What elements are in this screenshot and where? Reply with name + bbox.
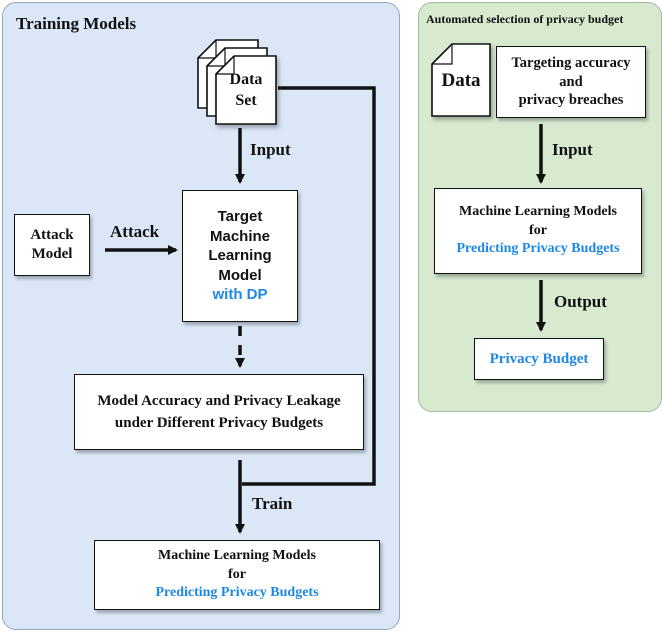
input-label: Input <box>250 140 291 159</box>
accuracy-leakage-box: Model Accuracy and Privacy Leakage under… <box>74 374 364 450</box>
selection-panel-title: Automated selection of privacy budget <box>426 12 624 26</box>
output-label: Output <box>554 292 607 311</box>
ml-models-box-selection: Machine Learning Models for Predicting P… <box>434 188 642 274</box>
training-models-title: Training Models <box>16 14 137 33</box>
privacy-budget-box: Privacy Budget <box>474 338 604 380</box>
attack-model-box: Attack Model <box>14 214 90 276</box>
ml-models-box-training: Machine Learning Models for Predicting P… <box>94 540 380 610</box>
selection-input-label: Input <box>552 140 593 159</box>
train-label: Train <box>252 494 293 513</box>
attack-label: Attack <box>110 222 160 241</box>
dataset-label: Data Set <box>229 71 263 109</box>
target-model-box: Target Machine Learning Model with DP <box>182 190 298 322</box>
data-doc-label: Data <box>441 70 481 91</box>
data-document-icon <box>431 43 491 117</box>
dataset-train-loop-line <box>242 86 376 486</box>
dataset-document-icon <box>197 39 277 125</box>
targeting-accuracy-box: Targeting accuracy and privacy breaches <box>496 46 646 118</box>
